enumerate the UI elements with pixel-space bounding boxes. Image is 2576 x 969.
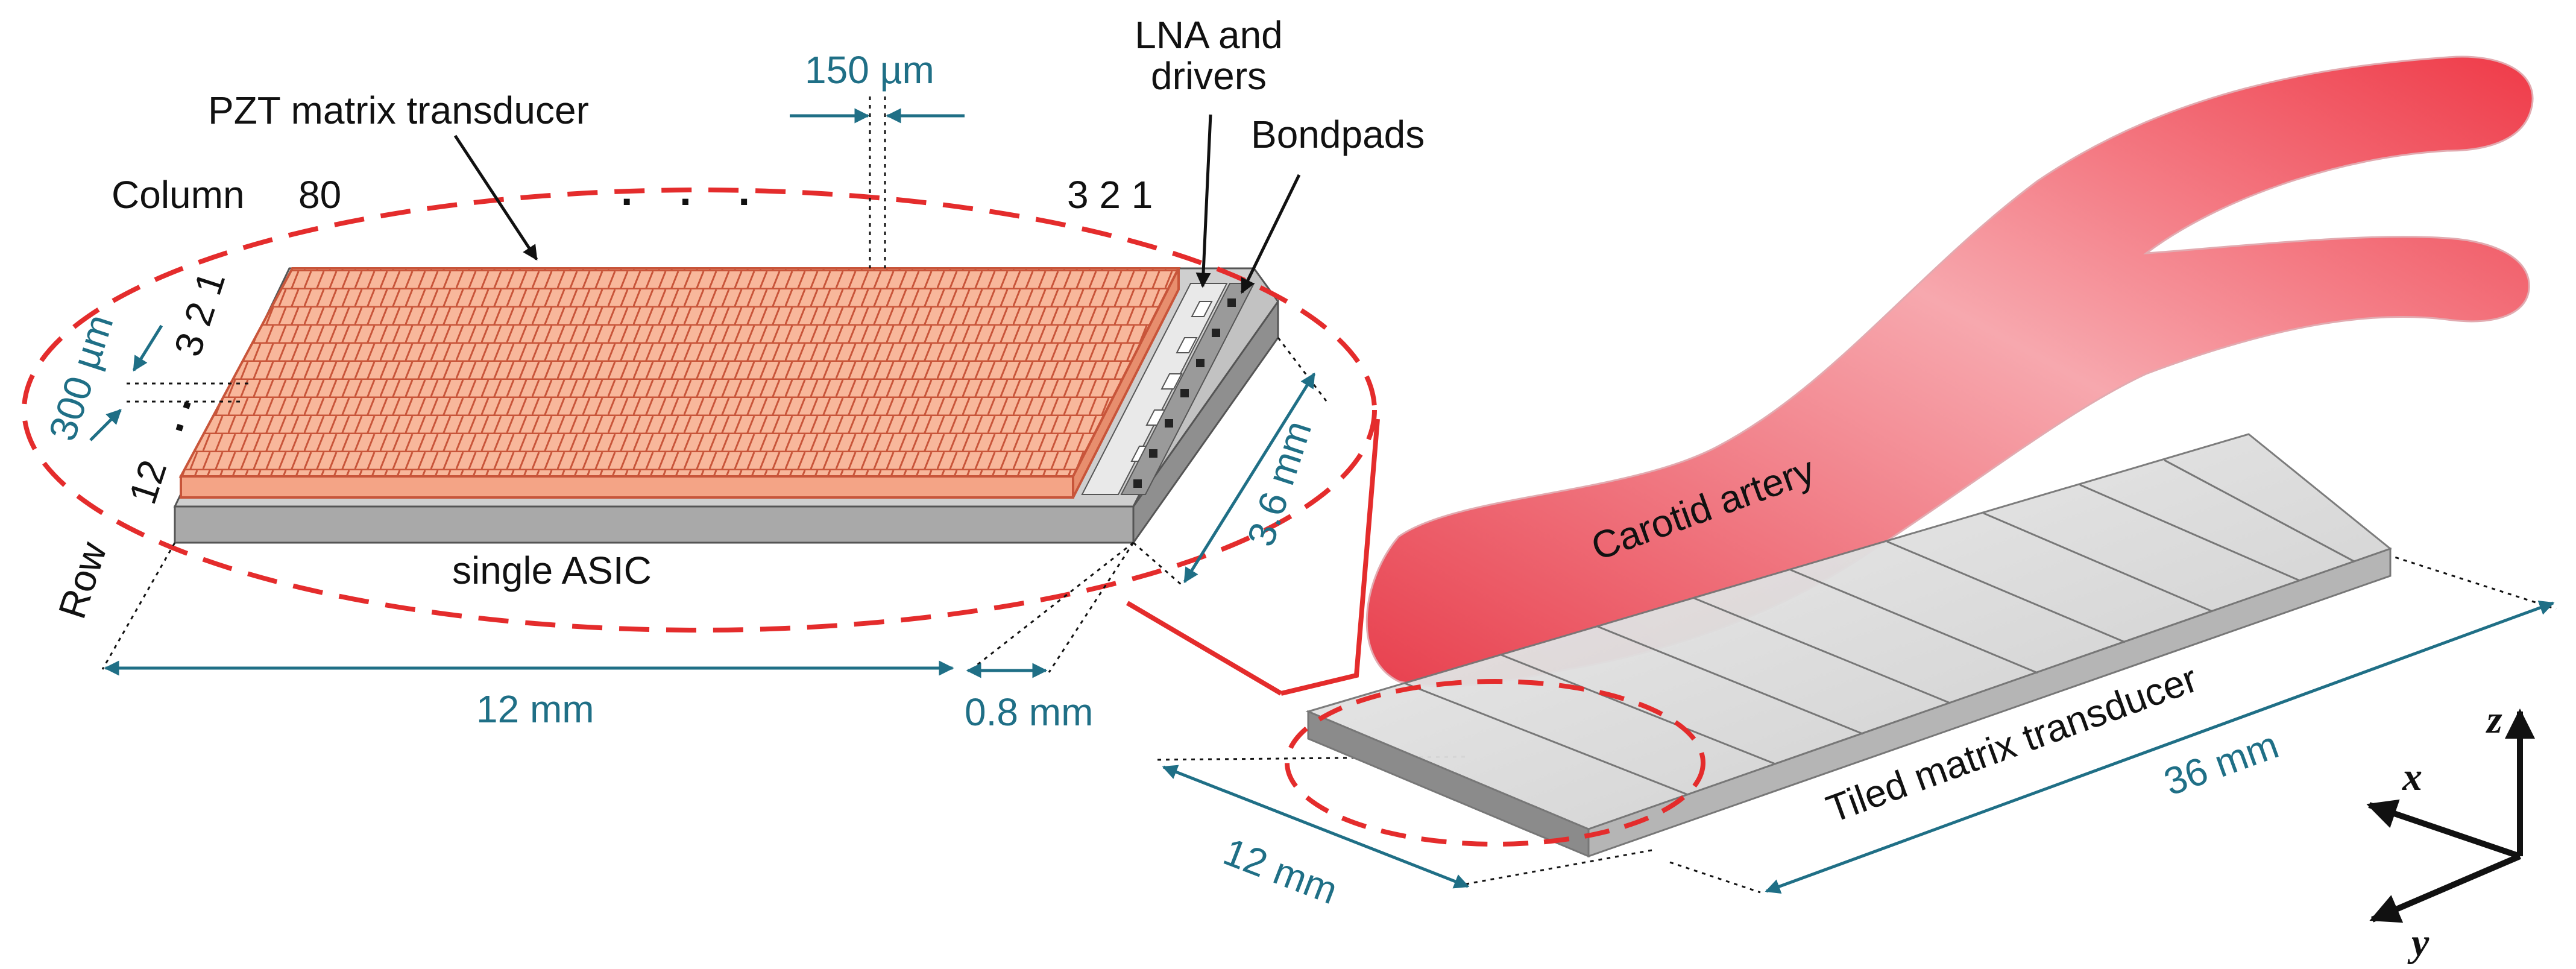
bondpads-pointer <box>1240 174 1301 294</box>
pzt-label: PZT matrix transducer <box>208 89 589 132</box>
row-label: Row <box>50 537 115 624</box>
dim-12mm-tile: 12 mm <box>1218 830 1343 912</box>
coordinate-axes <box>2366 709 2535 923</box>
lna-label-line2: drivers <box>1151 54 1267 98</box>
row-dots: . . <box>145 389 200 437</box>
pzt-matrix-top <box>178 267 1181 478</box>
dim-0-8mm: 0.8 mm <box>965 690 1093 734</box>
pzt-matrix-front <box>180 475 1074 499</box>
lna-pointer <box>1195 114 1212 288</box>
highlight-ellipse-small <box>1285 679 1705 847</box>
lna-label-line1: LNA and <box>1135 13 1283 57</box>
highlight-ellipse-large <box>22 188 1377 633</box>
axis-z-label: z <box>2486 698 2502 742</box>
dim-36mm: 36 mm <box>2158 723 2284 804</box>
axis-y-label: y <box>2407 921 2430 965</box>
lna-driver-strip <box>1081 283 1228 495</box>
axis-x-label: x <box>2402 755 2422 799</box>
pzt-pointer <box>453 134 538 261</box>
pzt-matrix-side <box>1072 268 1180 498</box>
column-321-label: 3 2 1 <box>1067 173 1153 216</box>
column-80-label: 80 <box>298 173 341 216</box>
column-label: Column <box>112 173 245 216</box>
dim-12mm-asic: 12 mm <box>476 687 594 731</box>
single-asic-tile <box>173 267 1279 546</box>
dim-3-6mm: 3.6 mm <box>1239 415 1320 551</box>
carotid-artery <box>1365 55 2534 687</box>
asic-front-face <box>174 505 1135 544</box>
single-asic-label: single ASIC <box>452 549 652 592</box>
row-12-label: 12 <box>121 455 175 509</box>
zoom-connector <box>1126 418 1380 696</box>
dim-300um: 300 µm <box>40 309 122 446</box>
column-dots: . . . <box>621 167 750 214</box>
dimension-arrows <box>89 108 2555 894</box>
bondpads-label: Bondpads <box>1251 113 1425 156</box>
row-321-label: 3 2 1 <box>166 267 233 362</box>
dim-150um: 150 µm <box>805 48 934 92</box>
